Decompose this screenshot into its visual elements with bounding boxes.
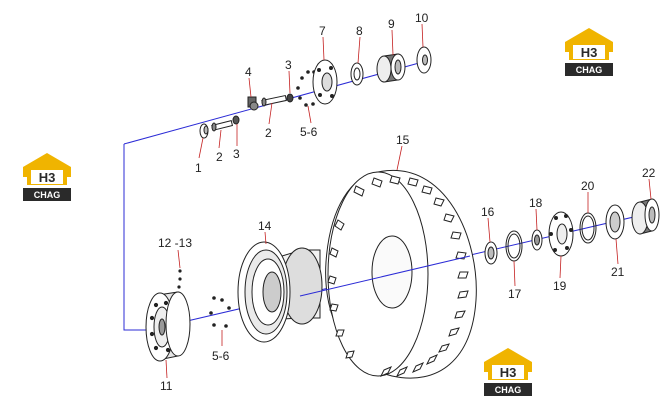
logo-main-text: H3 [581,45,598,60]
label-part-7: 7 [319,24,326,38]
part-2-bolt-lower [211,120,234,132]
label-part-18: 18 [529,196,543,210]
logo-main-text: H3 [500,365,517,380]
label-part-4: 4 [245,65,252,79]
logo-main-text: H3 [39,170,56,185]
label-part-2-lower: 2 [216,150,223,164]
label-part-10: 10 [415,11,429,25]
part-5-6-bolt-ring-lower [209,296,231,328]
label-part-8: 8 [356,24,363,38]
assembly-line-main-front [299,255,471,297]
label-part-15: 15 [396,133,410,147]
label-part-16: 16 [481,205,495,219]
label-part-19: 19 [553,279,567,293]
part-15-tire [325,169,477,379]
part-labels: 1 2 3 4 2 3 5-6 7 8 9 10 11 12 -13 14 15… [158,11,656,393]
part-11-hub [145,291,191,362]
part-14-rim [237,241,323,343]
logo-h3-chag-bottom: H3 CHAG [484,348,532,396]
part-21-bearing [605,204,625,240]
label-part-3-upper: 3 [285,58,292,72]
label-part-1: 1 [195,161,202,175]
label-part-11: 11 [160,379,173,393]
part-9-bearing [376,53,406,83]
part-8-seal-ring [350,62,364,86]
part-17-o-ring [505,230,523,262]
part-16-ring [484,241,498,265]
tire-tread-marks [327,175,469,377]
part-2-bolt-upper [261,94,287,107]
logo-h3-chag-top-right: H3 CHAG [565,28,613,76]
label-part-17: 17 [508,287,522,301]
label-part-14: 14 [258,219,272,233]
label-part-3-lower: 3 [233,147,240,161]
leader-lines [165,23,652,379]
logo-sub-text: CHAG [34,190,61,200]
label-part-20: 20 [581,179,595,193]
part-18-small-ring [531,229,543,251]
logo-sub-text: CHAG [495,385,522,395]
label-part-22: 22 [642,166,656,180]
part-19-plate [548,211,574,257]
part-7-flange [312,59,338,105]
part-3-nut-lower [232,115,240,125]
logo-sub-text: CHAG [576,65,603,75]
label-part-5-6-upper: 5-6 [300,125,318,139]
label-part-5-6-lower: 5-6 [212,349,230,363]
part-22-bearing-cone [631,198,660,235]
part-4-fitting [247,96,259,111]
part-10-washer [416,46,432,74]
label-part-9: 9 [388,17,395,31]
label-part-12-13: 12 -13 [158,236,192,250]
part-3-nut-upper [286,93,294,103]
label-part-2-upper: 2 [265,126,272,140]
label-part-21: 21 [611,265,625,279]
logo-h3-chag-left: H3 CHAG [23,153,71,201]
part-1-cap [199,123,209,139]
part-12-13-fitting-stack [177,269,182,289]
